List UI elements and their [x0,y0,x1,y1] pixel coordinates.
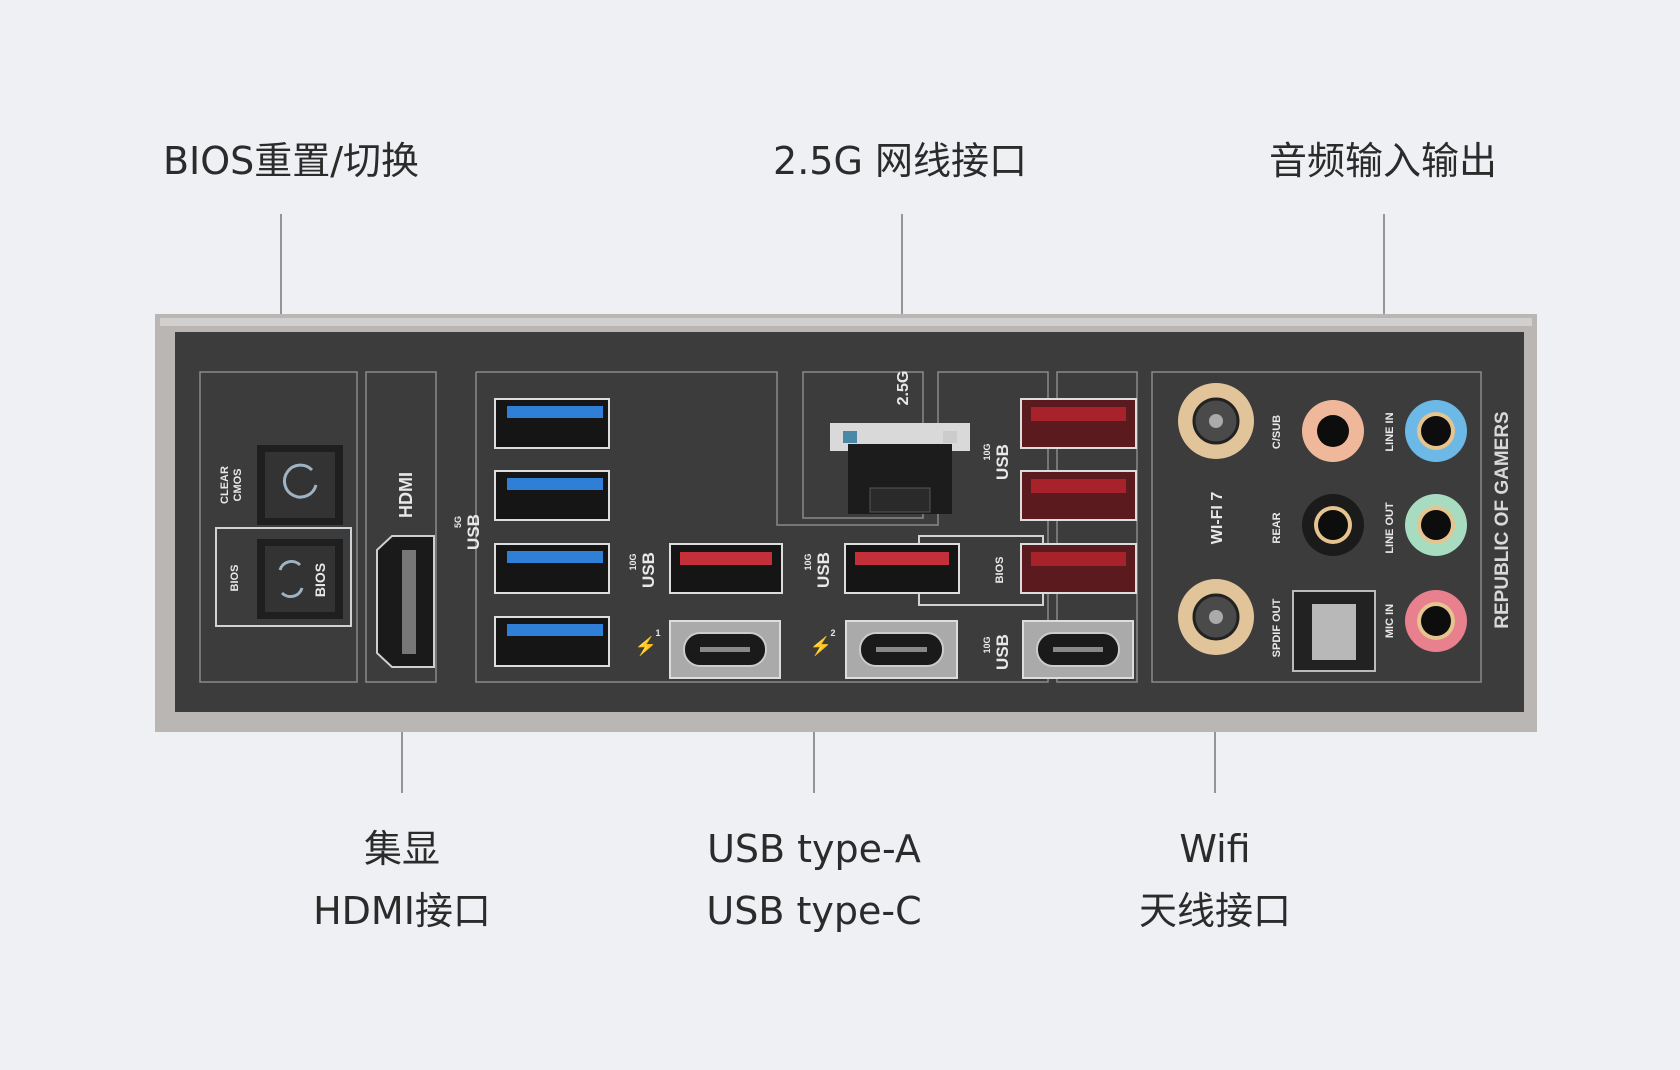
label-10g: 10G [628,553,638,570]
usb-a-port-blue [494,398,610,449]
bios-group [199,371,358,683]
callout-audio: 音频输入输出 [1268,139,1498,183]
label-line-out: LINE OUT [1384,502,1396,554]
clear-cmos-button[interactable] [257,445,343,525]
wifi-antenna-connector [1178,383,1254,459]
label-usb: USB [814,552,833,588]
bios-button-frame [215,527,352,627]
wifi-antenna-connector [1178,579,1254,655]
label-2-5g: 2.5G [895,371,912,406]
callout-wifi-line2: 天线接口 [1138,889,1292,933]
usb-a-port-red [844,543,960,594]
usb-a-port-blue [494,470,610,521]
label-mic-in: MIC IN [1384,604,1396,638]
callout-wifi: Wifi 天线接口 [1139,818,1291,942]
audio-jack-mic-in [1405,590,1467,652]
refresh-icon [278,560,304,598]
usb-a-port-blue [494,616,610,667]
callout-hdmi-line2: HDMI接口 [313,889,491,933]
usb-a-port-red [1020,470,1137,521]
ethernet-port [830,423,970,514]
callout-usb-line1: USB type-A [707,827,921,871]
label-usb: USB [993,634,1012,670]
usb-a-port-red [669,543,783,594]
usb-a-red-ports [669,398,1137,594]
usb-a-port-blue [494,543,610,594]
usb-c-ports [669,620,1134,679]
label-usb: USB [639,552,658,588]
usb-a-blue-ports [494,398,610,667]
callout-bios: BIOS重置/切换 [162,139,420,183]
wifi-group [1056,371,1138,683]
label-5g: 5G [453,516,463,528]
label-spdif-out: SPDIF OUT [1271,598,1283,657]
label-hdmi: HDMI [396,472,416,518]
label-bios-button: BIOS [312,563,328,597]
audio-jack-csub [1302,400,1364,462]
lan-led [943,431,957,443]
label-cmos: CMOS [232,469,244,502]
callout-hdmi-line1: 集显 [363,827,440,871]
callout-wifi-line1: Wifi [1179,827,1251,871]
label-usb: USB [993,444,1012,480]
label-wifi7: WI-FI 7 [1209,492,1226,545]
usb-c-port [669,620,781,679]
audio-jack-line-in [1405,400,1467,462]
callout-hdmi: 集显 HDMI接口 [313,818,491,942]
thunderbolt-icon: ⚡ [635,635,657,657]
label-10g: 10G [803,553,813,570]
bios-flashback-button[interactable] [257,539,343,619]
label-csub: C/SUB [1271,415,1283,449]
thunderbolt-icon: ⚡ [810,635,832,657]
callout-usb-line2: USB type-C [706,889,922,933]
usb-c-port [1022,620,1134,679]
audio-jacks [1292,400,1467,672]
label-tb1: 1 [655,628,660,638]
label-usb: USB [464,514,483,550]
audio-jack-rear [1302,494,1364,556]
label-rear: REAR [1271,512,1283,543]
label-bios-small: BIOS [229,565,241,592]
label-10g: 10G [982,443,992,460]
audio-group [1151,371,1482,683]
reset-icon [283,463,318,499]
label-10g: 10G [982,636,992,653]
group-outlines [199,371,1482,683]
audio-jack-line-out [1405,494,1467,556]
lan-led [843,431,857,443]
usb-c-port [845,620,958,679]
label-line-in: LINE IN [1384,412,1396,451]
brand-label: REPUBLIC OF GAMERS [1492,411,1513,628]
spdif-optical-port [1292,590,1376,672]
label-bios-usb: BIOS [994,557,1006,584]
hdmi-group [365,371,437,683]
usb-a-port-red-bios [1020,543,1137,594]
callout-usb: USB type-A USB type-C [706,818,921,942]
usb-group [475,371,1049,683]
label-clear: CLEAR [219,466,231,504]
usb-a-port-red [1020,398,1137,449]
label-tb2: 2 [830,628,835,638]
callout-lan: 2.5G 网线接口 [773,139,1027,183]
